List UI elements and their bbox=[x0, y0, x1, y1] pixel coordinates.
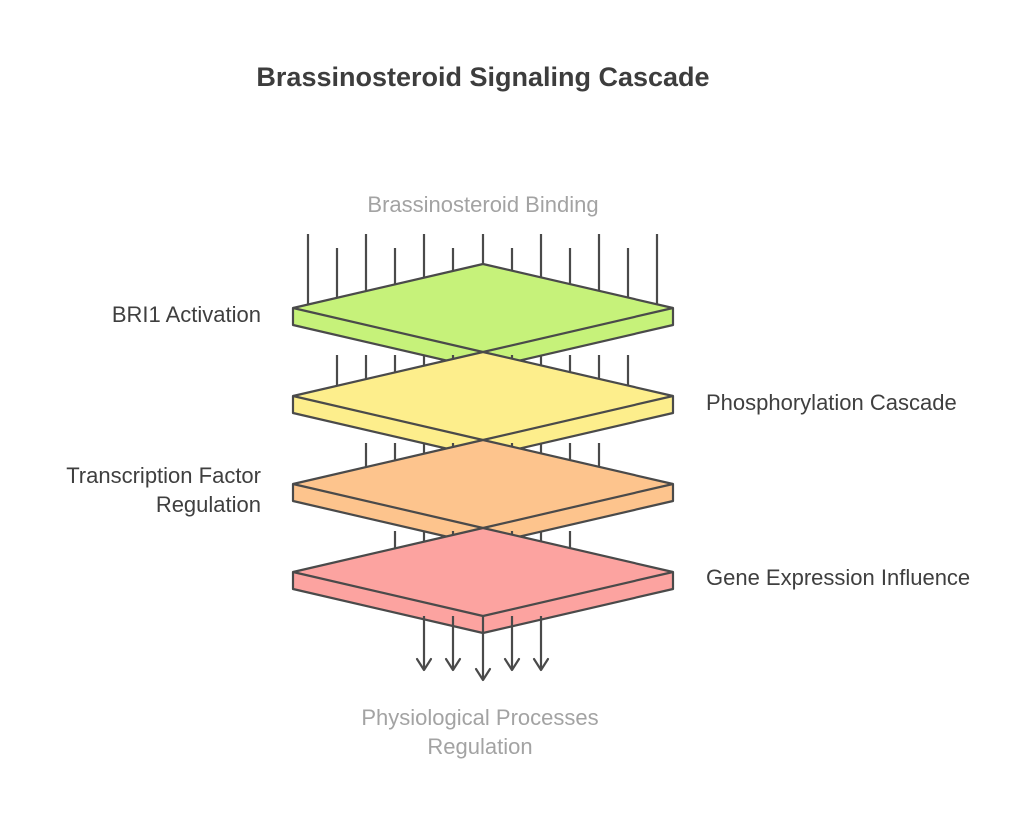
output-arrow-4-head bbox=[503, 657, 521, 672]
output-arrow-5-head bbox=[532, 657, 550, 672]
layer-4-label: Gene Expression Influence bbox=[706, 565, 971, 590]
output-label-line-2: Regulation bbox=[427, 734, 533, 759]
output-label: Physiological Processes Regulation bbox=[300, 703, 660, 761]
layer-1-plate bbox=[291, 262, 675, 371]
layer-2-label: Phosphorylation Cascade bbox=[706, 390, 957, 415]
layer-3-label-line-1: Transcription Factor bbox=[66, 463, 261, 488]
output-label-line-1: Physiological Processes bbox=[361, 705, 599, 730]
output-arrow-1-head bbox=[415, 657, 433, 672]
input-label: Brassinosteroid Binding bbox=[367, 192, 599, 217]
diagram-title: Brassinosteroid Signaling Cascade bbox=[256, 62, 710, 92]
output-arrow-2-head bbox=[444, 657, 462, 672]
layer-2-plate bbox=[291, 350, 675, 459]
output-arrow-3-head bbox=[474, 667, 492, 682]
layer-4-plate bbox=[291, 526, 675, 635]
layer-3-plate bbox=[291, 438, 675, 547]
layer-3-label-line-2: Regulation bbox=[155, 492, 261, 517]
layer-1-label: BRI1 Activation bbox=[111, 302, 261, 327]
layer-3-label: Transcription Factor Regulation bbox=[20, 461, 261, 519]
